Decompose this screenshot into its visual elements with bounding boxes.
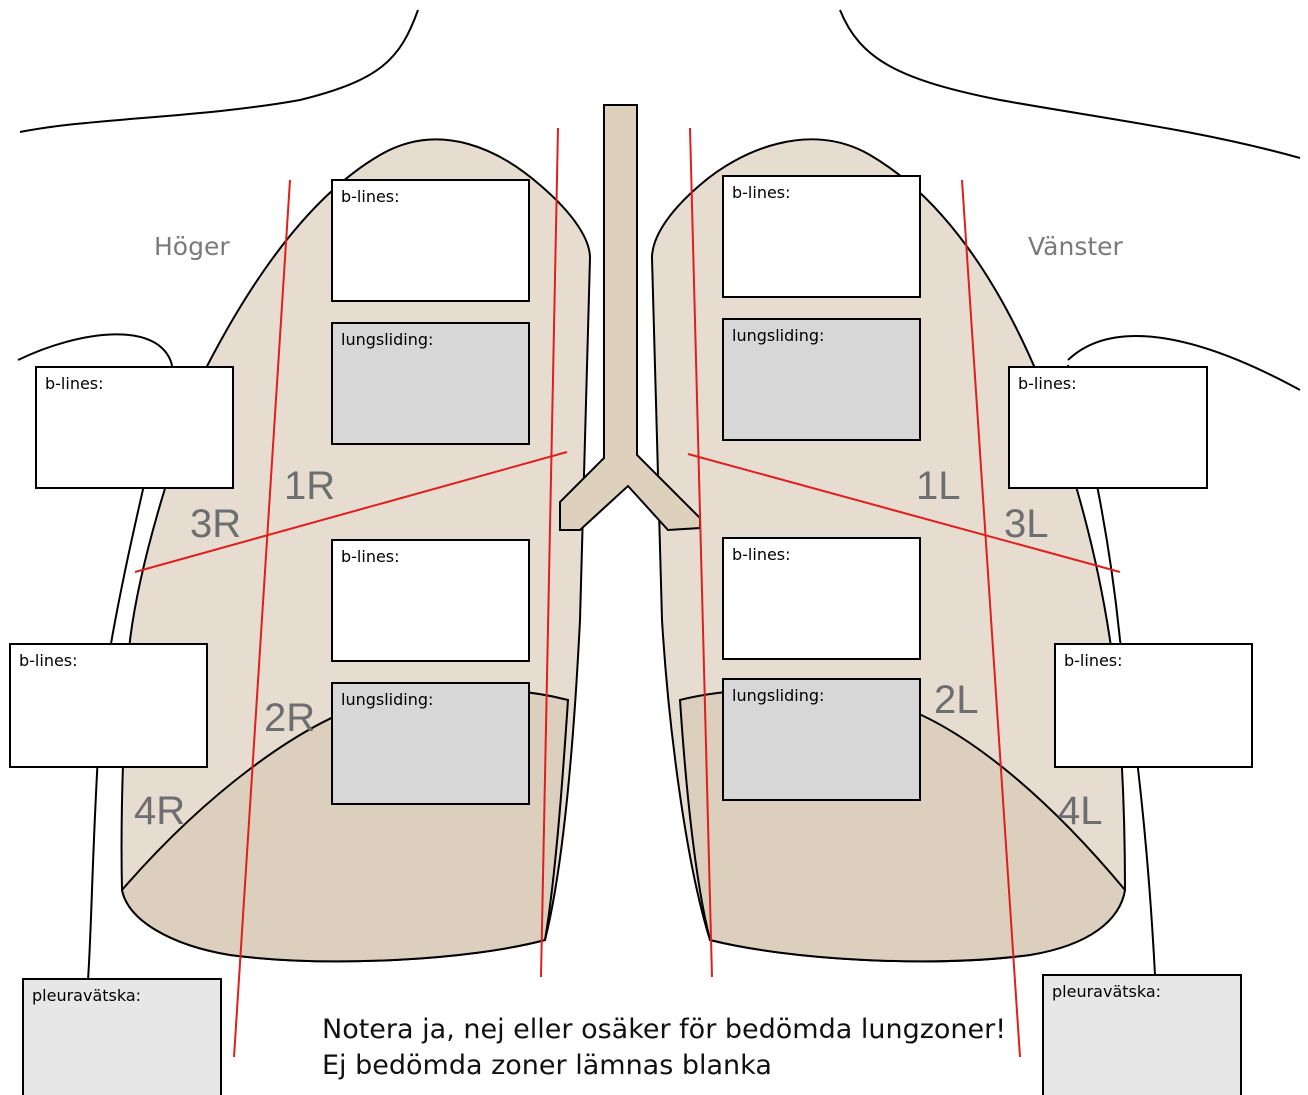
lungsliding-label: lungsliding: xyxy=(732,686,824,705)
right-side-label: Höger xyxy=(154,234,230,259)
b-lines-label: b-lines: xyxy=(1018,374,1077,393)
b-lines-label: b-lines: xyxy=(1064,651,1123,670)
b-lines-label: b-lines: xyxy=(341,547,400,566)
zone-1r-lungsliding-field[interactable]: lungsliding: xyxy=(331,322,530,445)
zone-2r-lungsliding-field[interactable]: lungsliding: xyxy=(331,682,530,805)
neck-right-outline xyxy=(20,10,418,132)
b-lines-label: b-lines: xyxy=(341,187,400,206)
lungsliding-label: lungsliding: xyxy=(341,330,433,349)
left-pleuravatska-field[interactable]: pleuravätska: xyxy=(1042,974,1242,1095)
zone-1r-b-lines-field[interactable]: b-lines: xyxy=(331,179,530,302)
b-lines-label: b-lines: xyxy=(45,374,104,393)
zone-label-3r: 3R xyxy=(190,504,241,544)
zone-2r-b-lines-field[interactable]: b-lines: xyxy=(331,539,530,662)
zone-label-1r: 1R xyxy=(284,466,335,506)
zone-4l-b-lines-field[interactable]: b-lines: xyxy=(1054,643,1253,768)
zone-label-1l: 1L xyxy=(916,466,961,506)
lungsliding-label: lungsliding: xyxy=(732,326,824,345)
instruction-line-2: Ej bedömda zoner lämnas blanka xyxy=(322,1048,1006,1084)
zone-label-4l: 4L xyxy=(1058,791,1103,831)
neck-left-outline xyxy=(840,10,1300,158)
zone-3l-b-lines-field[interactable]: b-lines: xyxy=(1008,366,1208,489)
pleuravatska-label: pleuravätska: xyxy=(1052,982,1161,1001)
lungsliding-label: lungsliding: xyxy=(341,690,433,709)
b-lines-label: b-lines: xyxy=(19,651,78,670)
right-arm-outline xyxy=(18,334,172,365)
zone-label-2l: 2L xyxy=(934,680,979,720)
zone-2l-b-lines-field[interactable]: b-lines: xyxy=(722,537,921,660)
zone-label-2r: 2R xyxy=(264,698,315,738)
b-lines-label: b-lines: xyxy=(732,545,791,564)
zone-label-3l: 3L xyxy=(1004,504,1049,544)
zone-1l-lungsliding-field[interactable]: lungsliding: xyxy=(722,318,921,441)
zone-label-4r: 4R xyxy=(134,791,185,831)
b-lines-label: b-lines: xyxy=(732,183,791,202)
zone-1l-b-lines-field[interactable]: b-lines: xyxy=(722,175,921,298)
zone-3r-b-lines-field[interactable]: b-lines: xyxy=(35,366,234,489)
right-pleuravatska-field[interactable]: pleuravätska: xyxy=(22,978,222,1095)
left-side-label: Vänster xyxy=(1028,234,1123,259)
instruction-note: Notera ja, nej eller osäker för bedömda … xyxy=(322,1012,1006,1084)
zone-2l-lungsliding-field[interactable]: lungsliding: xyxy=(722,678,921,801)
instruction-line-1: Notera ja, nej eller osäker för bedömda … xyxy=(322,1012,1006,1048)
pleuravatska-label: pleuravätska: xyxy=(32,986,141,1005)
zone-4r-b-lines-field[interactable]: b-lines: xyxy=(9,643,208,768)
